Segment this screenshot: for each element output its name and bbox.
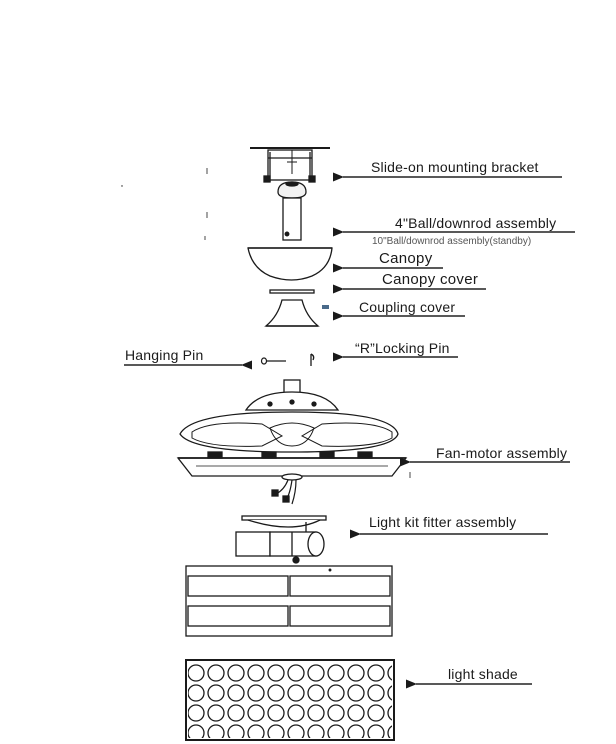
label-downrod-standby: 10"Ball/downrod assembly(standby) <box>372 236 532 247</box>
ball-downrod-assembly <box>277 181 307 241</box>
glass-housing <box>185 565 393 637</box>
light-shade <box>185 659 395 741</box>
r-locking-pin <box>310 353 315 366</box>
label-coupling-cover: Coupling cover <box>359 299 456 315</box>
scan-speck <box>121 185 123 187</box>
label-hanging-pin: Hanging Pin <box>125 347 204 363</box>
label-light-shade: light shade <box>448 666 518 682</box>
coupling-cover <box>264 299 320 327</box>
label-canopy: Canopy <box>379 250 433 267</box>
coupling-indicator-icon <box>322 305 329 309</box>
label-mounting-bracket: Slide-on mounting bracket <box>371 159 539 175</box>
light-kit-fitter-assembly <box>235 515 327 564</box>
fan-motor-assembly <box>176 379 408 505</box>
canopy-cover <box>269 289 315 294</box>
label-light-kit-fitter: Light kit fitter assembly <box>369 514 517 530</box>
label-r-locking-pin: “R”Locking Pin <box>355 340 450 356</box>
label-fan-motor-assembly: Fan-motor assembly <box>436 445 568 461</box>
hanging-pin <box>260 357 286 365</box>
label-canopy-cover: Canopy cover <box>382 271 479 288</box>
label-downrod-assembly: 4"Ball/downrod assembly <box>395 215 557 231</box>
canopy <box>247 247 333 281</box>
mounting-bracket <box>250 147 330 183</box>
